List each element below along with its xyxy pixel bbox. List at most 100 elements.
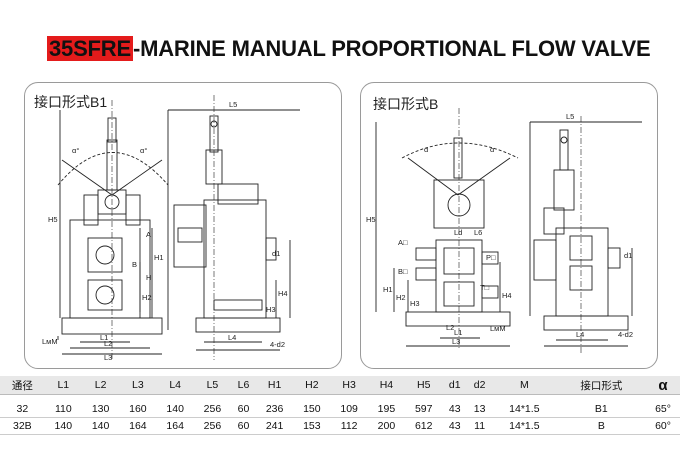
header-cell: L2 xyxy=(81,376,120,395)
b-label-l5: L5 xyxy=(566,112,574,121)
table-cell: 612 xyxy=(405,417,443,435)
b-label-h2: H2 xyxy=(396,293,406,302)
b-dimension-labels: L5 H5 α α L6 Ld A□ B□ P□ T□ H1 H2 H3 H4 … xyxy=(366,112,633,346)
b-label-ld: Ld xyxy=(454,228,462,237)
b-label-d2: 4-d2 xyxy=(618,330,633,339)
header-cell: d1 xyxy=(442,376,468,395)
b-label-alpha-right: α xyxy=(490,145,495,154)
table-cell: 256 xyxy=(193,394,232,418)
table-cell: 200 xyxy=(367,417,406,435)
table-cell: 43 xyxy=(442,394,468,418)
b-front-view xyxy=(375,108,519,350)
drawing-panel-b1 xyxy=(24,82,342,369)
table-cell: 160 xyxy=(119,394,157,418)
header-cell: H4 xyxy=(367,376,406,395)
header-cell: 接口形式 xyxy=(556,376,647,395)
table-cell: B1 xyxy=(556,394,647,418)
table-cell: 140 xyxy=(81,417,120,435)
table-cell: 60 xyxy=(231,417,256,435)
b-label-a: A□ xyxy=(398,238,408,247)
b1-label-l4: L4 xyxy=(228,333,236,342)
table-cell: 241 xyxy=(255,417,294,435)
table-cell: 150 xyxy=(293,394,331,418)
b-label-l1: L1 xyxy=(454,328,462,337)
header-cell: 通径 xyxy=(0,376,45,395)
b-label-l4: L4 xyxy=(576,330,584,339)
header-cell: M xyxy=(492,376,557,395)
header-cell: H5 xyxy=(405,376,443,395)
b-label-h5: H5 xyxy=(366,215,376,224)
b-label-p: P□ xyxy=(486,253,496,262)
header-cell-alpha: α xyxy=(646,376,680,395)
table-cell: 140 xyxy=(44,417,82,435)
title-rest: -MARINE MANUAL PROPORTIONAL FLOW VALVE xyxy=(132,36,651,61)
header-cell: L5 xyxy=(193,376,232,395)
b1-dimension-labels: L5 H5 α° α° A B H1 H2 H L1 L2 L3 LᴍM d1 … xyxy=(42,100,288,362)
table-cell: 32B xyxy=(0,417,45,435)
b-label-h4: H4 xyxy=(502,291,512,300)
b-label-alpha-left: α xyxy=(424,145,429,154)
table-cell: 164 xyxy=(119,417,157,435)
table-cell: 110 xyxy=(44,394,82,418)
b1-side-view xyxy=(167,95,300,360)
table-cell: 597 xyxy=(405,394,443,418)
b1-label-l1: L1 xyxy=(100,333,108,342)
dimension-table: 通径 L1 L2 L3 L4 L5 L6 H1 H2 H3 H4 H5 d1 d… xyxy=(0,376,680,435)
b1-front-view xyxy=(57,100,169,360)
table-cell: 236 xyxy=(255,394,294,418)
b1-label-h3: H3 xyxy=(266,305,276,314)
b-label-b: B□ xyxy=(398,267,408,276)
table-cell: 164 xyxy=(156,417,194,435)
header-cell: L3 xyxy=(119,376,157,395)
table-row: 32B 140 140 164 164 256 60 241 153 112 2… xyxy=(0,417,680,435)
table-cell: 14*1.5 xyxy=(492,394,557,418)
b-label-l2: L2 xyxy=(446,323,454,332)
table-cell: 65° xyxy=(646,394,680,418)
header-cell: H3 xyxy=(330,376,368,395)
table-header-row: 通径 L1 L2 L3 L4 L5 L6 H1 H2 H3 H4 H5 d1 d… xyxy=(0,376,680,395)
page-title: 35SFRE-MARINE MANUAL PROPORTIONAL FLOW V… xyxy=(47,34,651,64)
b-label-h1: H1 xyxy=(383,285,393,294)
b-label-l6: L6 xyxy=(474,228,482,237)
b-label-lm: LᴍM xyxy=(490,324,506,333)
header-cell: d2 xyxy=(467,376,493,395)
b1-label-h4: H4 xyxy=(278,289,288,298)
b1-label-l2: L2 xyxy=(104,339,112,348)
b1-label-l3: L3 xyxy=(104,353,112,362)
b-label-l3: L3 xyxy=(452,337,460,346)
table-cell: 13 xyxy=(467,394,493,418)
b1-label-a: A xyxy=(146,230,151,239)
b1-label-angle-left: α° xyxy=(72,146,79,155)
table-cell: 109 xyxy=(330,394,368,418)
drawing-panel-b xyxy=(360,82,658,369)
table-cell: 256 xyxy=(193,417,232,435)
header-cell: L4 xyxy=(156,376,194,395)
b1-label-angle-right: α° xyxy=(140,146,147,155)
b1-label-h: H xyxy=(146,273,151,282)
table-cell: 130 xyxy=(81,394,120,418)
table-cell: 195 xyxy=(367,394,406,418)
b-label-t: T□ xyxy=(480,283,490,292)
panel-title-b1: 接口形式B1 xyxy=(34,94,108,110)
b-label-d1: d1 xyxy=(624,251,632,260)
table-cell: 11 xyxy=(467,417,493,435)
panel-title-b: 接口形式B xyxy=(373,96,439,112)
table-row: 32 110 130 160 140 256 60 236 150 109 19… xyxy=(0,394,680,418)
table-cell: 140 xyxy=(156,394,194,418)
b1-label-h5: H5 xyxy=(48,215,58,224)
header-cell: H2 xyxy=(293,376,331,395)
b1-label-h1: H1 xyxy=(154,253,164,262)
b1-label-d1: d1 xyxy=(272,249,280,258)
table-cell: B xyxy=(556,417,647,435)
b1-label-b: B xyxy=(132,260,137,269)
table-cell: 153 xyxy=(293,417,331,435)
table-cell: 60° xyxy=(646,417,680,435)
header-cell: H1 xyxy=(255,376,294,395)
title-highlight: 35SFRE xyxy=(47,36,133,61)
technical-drawings: L5 H5 α° α° A B H1 H2 H L1 L2 L3 LᴍM d1 … xyxy=(42,95,642,362)
table-cell: 112 xyxy=(330,417,368,435)
header-cell: L6 xyxy=(231,376,256,395)
b-side-view xyxy=(529,116,642,355)
table-cell: 32 xyxy=(0,394,45,418)
